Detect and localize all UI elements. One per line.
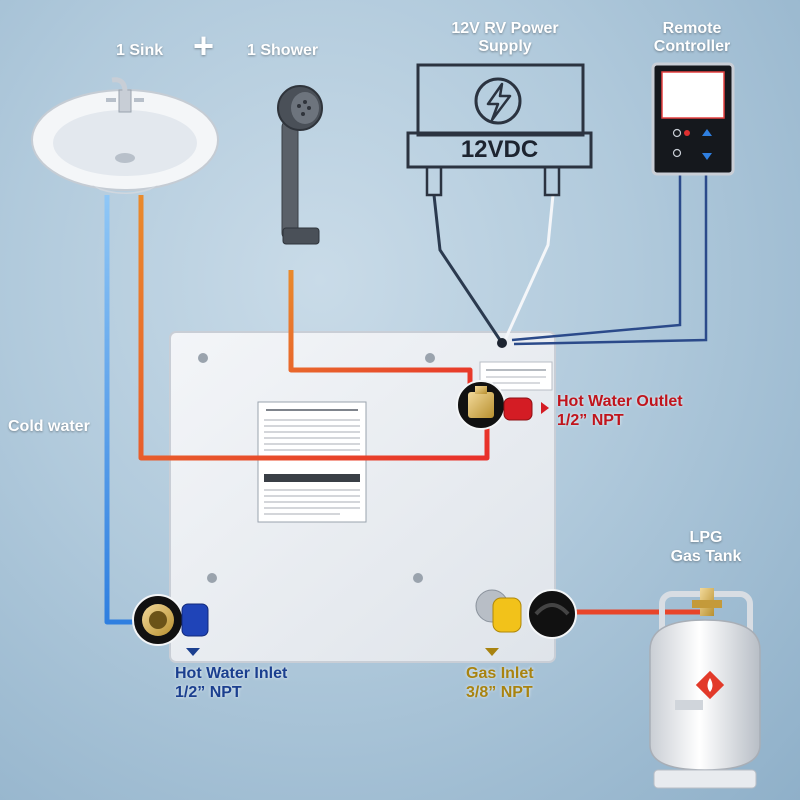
cold-water-pipes	[0, 195, 140, 625]
lightning-bolt-icon	[474, 77, 522, 125]
faucet-icon	[106, 77, 144, 113]
power-supply-label: 12V RV Power Supply	[420, 20, 590, 56]
gas-inlet-label-line1: Gas Inlet	[466, 665, 534, 682]
instruction-sticker	[257, 401, 367, 523]
hot-water-inlet-label-line2: 1/2” NPT	[175, 684, 242, 701]
lpg-gas-tank	[649, 588, 761, 789]
shower-head	[277, 85, 323, 245]
lpg-tank-label-line2: Gas Tank	[670, 548, 742, 565]
screw	[413, 573, 423, 583]
hot-water-outlet-fitting	[456, 380, 549, 430]
hot-water-inlet-label-line1: Hot Water Inlet	[175, 665, 288, 682]
gas-inlet-fitting	[475, 589, 577, 656]
plus-icon: +	[193, 25, 215, 66]
power-supply-voltage: 12VDC	[460, 136, 539, 163]
arrow-down-icon	[702, 153, 712, 160]
screw	[198, 353, 208, 363]
arrow-down-icon	[485, 648, 499, 656]
hot-water-inlet-fitting	[132, 594, 209, 656]
cold-water-label: Cold water	[8, 418, 90, 435]
gas-inlet-label: Gas Inlet 3/8” NPT	[466, 664, 534, 702]
remote-controller	[651, 62, 735, 176]
cable-connector	[497, 338, 507, 348]
power-supply-label-line2: Supply	[478, 38, 532, 55]
display-screen	[662, 72, 724, 118]
remote-controller-label-line2: Controller	[653, 38, 731, 55]
power-supply	[406, 63, 593, 197]
power-and-control-cables	[432, 175, 708, 348]
shower-label: 1 Shower	[247, 42, 319, 59]
sink-label: 1 Sink	[116, 42, 164, 59]
power-button-icon	[672, 128, 682, 138]
sink	[31, 77, 219, 194]
hot-water-outlet-label-line1: Hot Water Outlet	[557, 393, 683, 410]
arrow-right-icon	[541, 402, 549, 414]
drain-icon	[115, 153, 135, 163]
hot-water-outlet-label: Hot Water Outlet 1/2” NPT	[557, 392, 683, 430]
screw	[425, 353, 435, 363]
lpg-tank-label: LPG Gas Tank	[650, 528, 762, 566]
arrow-up-icon	[702, 129, 712, 136]
arrow-down-icon	[186, 648, 200, 656]
electrical-connector-label	[479, 361, 553, 391]
screw	[207, 573, 217, 583]
lpg-tank-label-line1: LPG	[689, 529, 723, 546]
remote-controller-label: Remote Controller	[636, 20, 748, 56]
hot-water-outlet-label-line2: 1/2” NPT	[557, 412, 624, 429]
flammable-gas-diamond-icon	[695, 670, 725, 700]
gas-inlet-label-line2: 3/8” NPT	[466, 684, 533, 701]
power-supply-label-line1: 12V RV Power	[451, 20, 559, 37]
remote-controller-label-line1: Remote	[662, 20, 722, 37]
hot-water-inlet-label: Hot Water Inlet 1/2” NPT	[175, 664, 287, 702]
